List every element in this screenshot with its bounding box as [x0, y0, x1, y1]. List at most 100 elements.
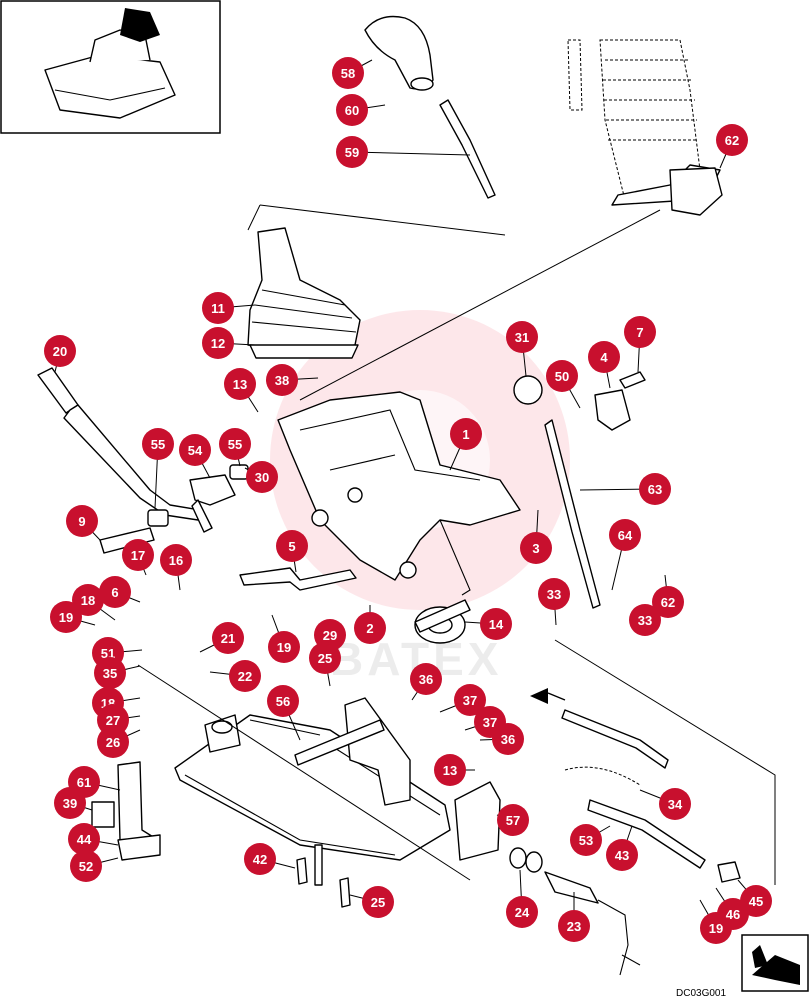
callout-13: 13 [224, 368, 259, 413]
plate-4 [594, 389, 631, 431]
callout-circle [266, 364, 298, 396]
callout-number: 9 [78, 514, 85, 529]
callout-62: 62 [652, 574, 684, 618]
bolt-7 [619, 371, 646, 389]
callout-number: 6 [111, 585, 118, 600]
callout-25: 25 [349, 886, 394, 918]
callout-circle [716, 124, 748, 156]
callout-circle [44, 335, 76, 367]
callout-circle [336, 136, 368, 168]
callout-57: 57 [496, 804, 529, 836]
callout-24: 24 [506, 869, 538, 928]
callout-circle [246, 461, 278, 493]
callout-number: 23 [567, 919, 581, 934]
callout-circle [202, 292, 234, 324]
callout-circle [50, 601, 82, 633]
drawing-code: DC03G001 [676, 988, 726, 999]
callout-circle [639, 473, 671, 505]
callout-circle [276, 530, 308, 562]
callout-63: 63 [579, 473, 671, 505]
callout-leader-line [351, 151, 471, 156]
bolt-25 [339, 877, 351, 908]
callout-circle [309, 642, 341, 674]
bolt-42 [296, 857, 308, 885]
callout-circle [606, 839, 638, 871]
callout-50: 50 [546, 360, 581, 409]
callout-circle [659, 788, 691, 820]
callout-55: 55 [219, 428, 251, 467]
callout-circle [480, 608, 512, 640]
callout-circle [122, 539, 154, 571]
callout-number: 25 [318, 651, 332, 666]
callout-42: 42 [244, 843, 296, 875]
callout-number: 58 [341, 66, 355, 81]
shift-lever-rod [439, 99, 496, 199]
callout-number: 52 [79, 859, 93, 874]
forward-direction-icon [741, 934, 809, 992]
callout-number: 11 [211, 301, 225, 316]
callout-number: 53 [579, 833, 593, 848]
control-console-dashed [567, 39, 723, 216]
callout-55: 55 [142, 428, 174, 509]
callout-3: 3 [520, 509, 552, 564]
main-shift-bracket [277, 391, 521, 596]
callout-circle [506, 896, 538, 928]
callout-circle [70, 850, 102, 882]
callout-circle [72, 584, 104, 616]
callout-number: 44 [77, 832, 92, 847]
callout-33: 33 [629, 604, 661, 636]
callout-circle [609, 519, 641, 551]
callout-circle [179, 434, 211, 466]
callout-circle [94, 657, 126, 689]
callout-circle [362, 886, 394, 918]
callout-circle [68, 823, 100, 855]
callout-7: 7 [624, 316, 656, 373]
callout-9: 9 [66, 505, 101, 541]
callout-number: 62 [661, 595, 675, 610]
callout-30: 30 [244, 461, 278, 493]
callout-number: 27 [106, 713, 120, 728]
pin-9 [99, 527, 155, 554]
callout-number: 30 [255, 470, 269, 485]
callout-circle [450, 418, 482, 450]
console-leader [299, 209, 661, 401]
callout-number: 31 [515, 330, 529, 345]
frame-leader [137, 664, 471, 881]
callout-number: 56 [276, 694, 290, 709]
callout-circle [624, 316, 656, 348]
callout-number: 55 [151, 437, 165, 452]
callout-circle [570, 824, 602, 856]
callout-34: 34 [639, 788, 691, 820]
callout-number: 39 [63, 796, 77, 811]
callout-19: 19 [268, 614, 300, 663]
callout-number: 61 [77, 775, 91, 790]
callout-circle [160, 544, 192, 576]
callout-64: 64 [609, 519, 641, 591]
callout-33: 33 [538, 578, 570, 626]
callout-circle [434, 754, 466, 786]
callout-circle [268, 631, 300, 663]
callout-circle [97, 704, 129, 736]
callout-number: 12 [211, 336, 225, 351]
callout-circle [558, 910, 590, 942]
washers-24 [509, 847, 543, 873]
callout-44: 44 [68, 823, 119, 855]
callout-circle [454, 684, 486, 716]
callout-number: 38 [275, 373, 289, 388]
callout-number: 17 [131, 548, 145, 563]
callout-number: 57 [506, 813, 520, 828]
callout-27: 27 [97, 704, 141, 736]
callout-43: 43 [606, 825, 638, 871]
callout-59: 59 [336, 136, 471, 168]
callout-60: 60 [336, 94, 386, 126]
callout-5: 5 [276, 530, 308, 573]
callout-18: 18 [72, 584, 116, 621]
callout-number: 55 [228, 437, 242, 452]
callout-circle [229, 660, 261, 692]
callout-14: 14 [464, 608, 512, 640]
callout-number: 43 [615, 848, 629, 863]
callout-22: 22 [209, 660, 261, 692]
base-frame [174, 697, 451, 861]
